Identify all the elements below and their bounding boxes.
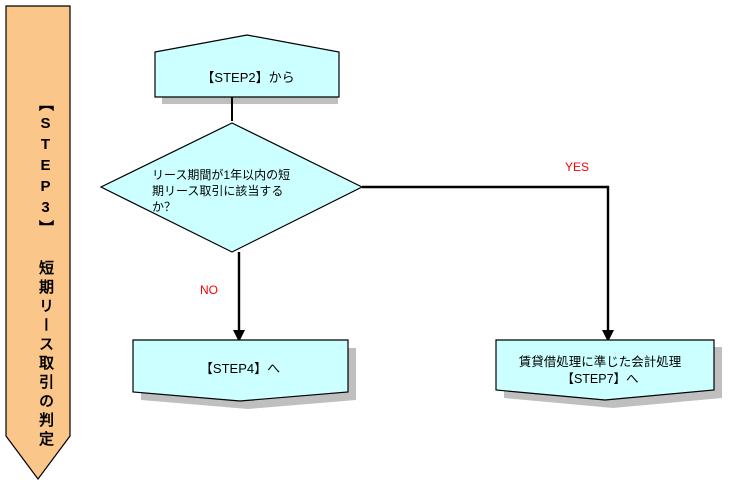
edge-yes-line: [362, 185, 614, 342]
edge-no-label: NO: [200, 283, 218, 297]
step-banner-shape: [5, 5, 71, 481]
edge-yes-label: YES: [565, 160, 590, 174]
from-step2-shape[interactable]: [154, 34, 340, 98]
to-step4-label: 【STEP4】へ: [199, 361, 281, 376]
edge-no-line: [233, 252, 245, 342]
to-step4-shape[interactable]: [132, 339, 349, 402]
to-step7-shape[interactable]: [495, 339, 715, 401]
decision-shape[interactable]: [99, 122, 364, 253]
decision-label: リース期間が1年以内の短 期リース取引に該当する か？: [152, 168, 291, 214]
to-step7-label: 賃貸借処理に準じた会計処理 【STEP7】へ: [518, 355, 682, 386]
from-step2-label: 【STEP2】から: [201, 70, 295, 85]
step-banner-label: 【STEP3】 短期リース取引の判定: [37, 96, 54, 450]
